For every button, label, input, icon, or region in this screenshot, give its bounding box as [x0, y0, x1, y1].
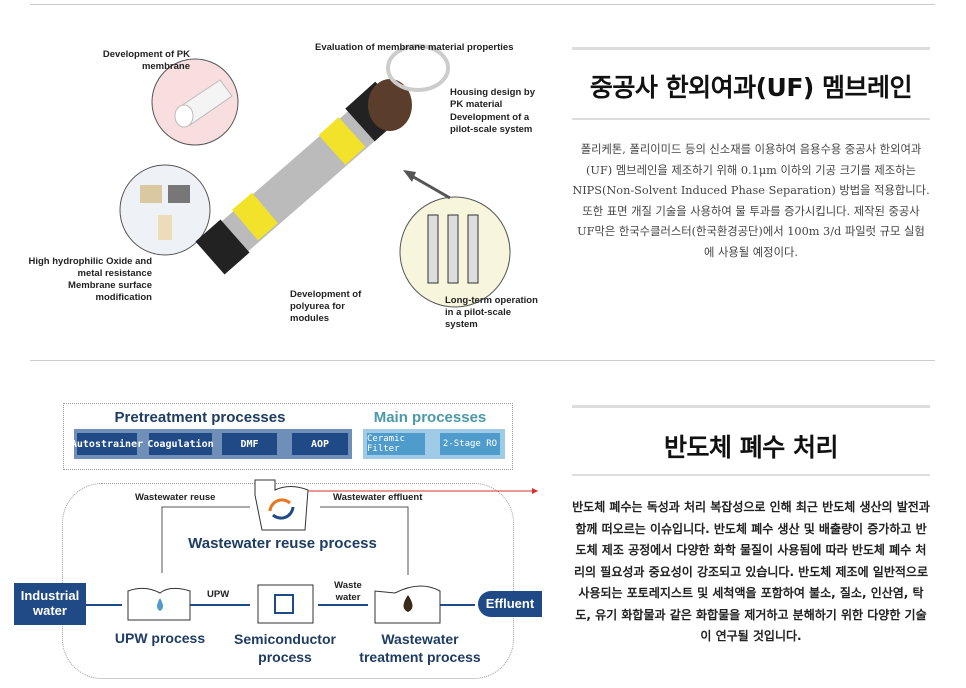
process-panel: [62, 483, 514, 679]
semiconductor-wastewater-figure: Pretreatment processes Main processes Au…: [0, 395, 550, 688]
title-bottom-rule: [572, 118, 930, 120]
membrane-module-illustration: [119, 44, 511, 308]
industrial-water-box: Industrial water: [14, 583, 86, 625]
label-long-term: Long-term operation in a pilot-scale sys…: [445, 295, 538, 330]
flow-arrows: [85, 479, 538, 624]
step-dmf: DMF: [222, 433, 277, 455]
pretreatment-panel: [63, 403, 513, 470]
label-waste-water: Waste water: [334, 580, 362, 603]
label-surface: Membrane surface modification: [68, 280, 152, 303]
label-housing: Housing design by PK material: [450, 87, 535, 110]
title-top-rule: [572, 47, 930, 50]
label-semiconductor-process: Semiconductor process: [234, 631, 336, 665]
step-ceramic-filter: Ceramic Filter: [367, 433, 425, 455]
label-wastewater-effluent: Wastewater effluent: [333, 492, 423, 503]
top-divider: [30, 4, 935, 5]
label-reuse-process: Wastewater reuse process: [188, 535, 377, 552]
step-autostrainer: Autostrainer: [71, 433, 143, 455]
label-hydrophilic: High hydrophilic Oxide and metal resista…: [28, 256, 152, 279]
uf-membrane-figure: Development of PK membrane Evaluation of…: [28, 30, 550, 340]
section-title-semiconductor: 반도체 폐수 처리: [664, 433, 838, 462]
main-title: Main processes: [373, 409, 487, 426]
pretreatment-title: Pretreatment processes: [114, 409, 286, 426]
label-treatment-process: Wastewater treatment process: [359, 631, 481, 665]
step-coagulation: Coagulation: [147, 433, 214, 455]
label-wastewater-reuse: Wastewater reuse: [135, 492, 216, 503]
effluent-box: Effluent: [478, 591, 542, 617]
section-body-uf: 폴리케톤, 폴리이미드 등의 신소재를 이용하여 음용수용 중공사 한외여과 (…: [572, 143, 930, 259]
label-polyurea: Development of polyurea for modules: [290, 289, 362, 324]
title-top-rule-2: [572, 405, 930, 408]
step-2-stage-ro: 2-Stage RO: [440, 433, 500, 455]
label-pk-membrane: Development of PK membrane: [102, 49, 190, 72]
label-upw-process: UPW process: [114, 630, 206, 646]
label-pilot-dev: Development of a pilot-scale system: [450, 112, 533, 135]
label-upw: UPW: [207, 589, 230, 600]
section-body-semiconductor: 반도체 폐수는 독성과 처리 복잡성으로 인해 최근 반도체 생산의 발전과 함…: [572, 500, 930, 643]
title-bottom-rule-2: [572, 474, 930, 476]
section-title-uf: 중공사 한외여과(UF) 멤브레인: [589, 73, 913, 102]
step-aop: AOP: [292, 433, 348, 455]
section-divider: [30, 360, 935, 361]
label-evaluation: Evaluation of membrane material properti…: [315, 42, 514, 53]
